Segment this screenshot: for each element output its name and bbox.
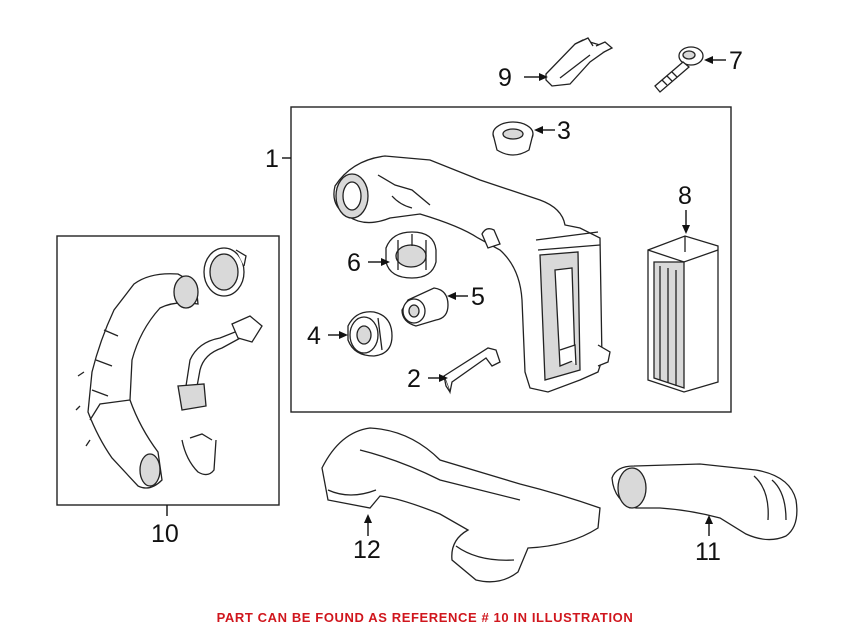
arrowhead-8	[682, 225, 690, 234]
arrowhead-2	[439, 374, 448, 382]
callout-5: 5	[471, 283, 485, 311]
part-11-inlet-duct	[611, 463, 798, 541]
part-10-wire-clip	[181, 433, 217, 476]
part-10-clamp	[203, 247, 247, 297]
part-12-y-duct	[321, 427, 601, 583]
callout-10: 10	[151, 520, 179, 548]
arrowhead-7	[704, 56, 713, 64]
group-box-part-1	[290, 106, 732, 413]
callout-12: 12	[353, 536, 381, 564]
part-5-sleeve	[401, 287, 449, 327]
callout-4: 4	[307, 322, 321, 350]
arrowhead-3	[534, 126, 543, 134]
part-10-intake-hose	[75, 273, 199, 489]
arrowhead-4	[339, 331, 348, 339]
reference-note: PART CAN BE FOUND AS REFERENCE # 10 IN I…	[216, 610, 634, 625]
part-2-bracket	[443, 347, 501, 395]
part-6-ring	[385, 231, 437, 279]
callout-11: 11	[695, 538, 721, 566]
callout-8: 8	[678, 182, 692, 210]
callout-1: 1	[265, 145, 279, 173]
arrowhead-11	[705, 515, 713, 524]
arrowhead-6	[381, 258, 390, 266]
group-box-part-10	[56, 235, 280, 506]
part-3-grommet	[492, 121, 534, 156]
part-9-clip	[545, 37, 614, 87]
part-10-sensor-hose	[177, 315, 263, 411]
arrowhead-9	[539, 73, 548, 81]
callout-7: 7	[729, 47, 743, 75]
part-8-air-filter	[647, 235, 719, 393]
callout-3: 3	[557, 117, 571, 145]
callout-6: 6	[347, 249, 361, 277]
part-4-grommet	[347, 311, 393, 357]
arrowhead-12	[364, 514, 372, 523]
callout-2: 2	[407, 365, 421, 393]
part-1-airbox-duct	[333, 155, 611, 393]
callout-arrows	[166, 56, 726, 536]
arrowhead-5	[447, 292, 456, 300]
part-7-bolt	[654, 46, 704, 93]
callout-9: 9	[498, 64, 512, 92]
